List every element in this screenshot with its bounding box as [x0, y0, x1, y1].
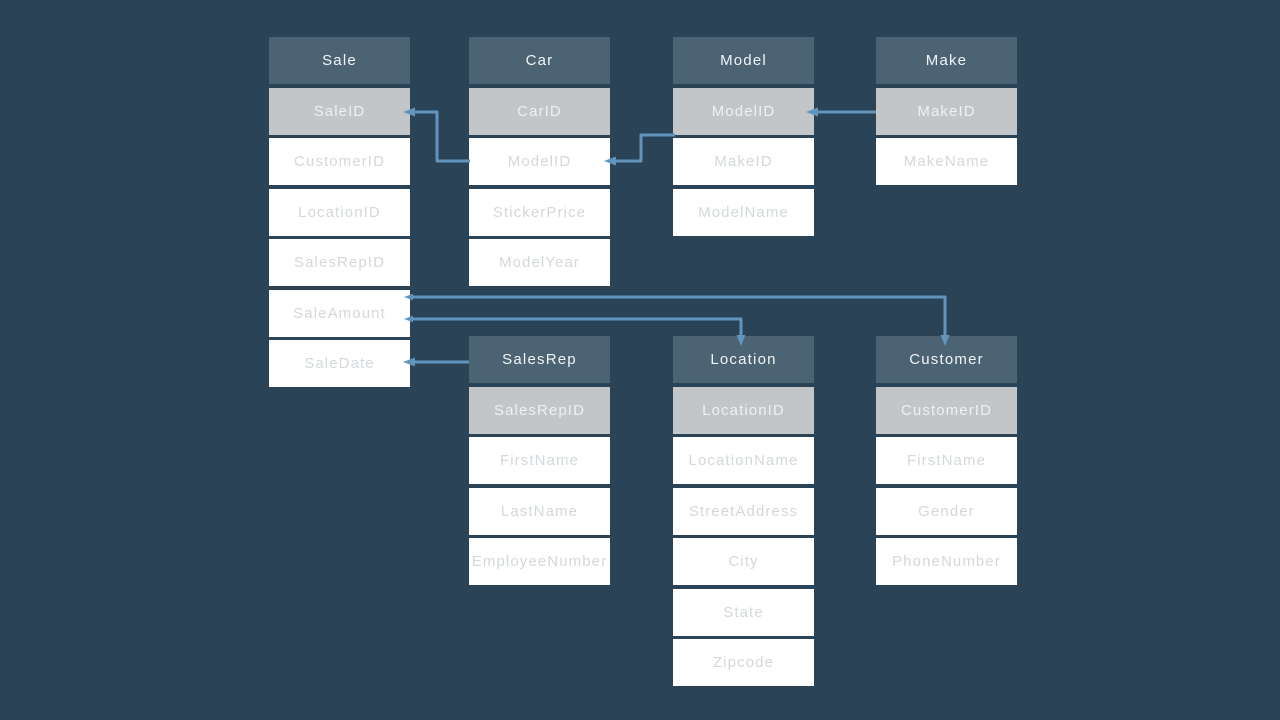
field-row: MakeID	[673, 138, 814, 185]
pk-field-row: MakeID	[876, 87, 1017, 135]
field-row: EmployeeNumber	[469, 538, 610, 585]
field-row: LocationID	[269, 188, 410, 236]
field-row: StickerPrice	[469, 188, 610, 236]
field-row: Zipcode	[673, 639, 814, 686]
table-customer: Customer CustomerID FirstName Gender Pho…	[876, 336, 1017, 585]
field-row: SalesRepID	[269, 239, 410, 286]
field-row: ModelYear	[469, 239, 610, 286]
field-row: FirstName	[876, 437, 1017, 484]
field-row: City	[673, 538, 814, 585]
table-location: Location LocationID LocationName StreetA…	[673, 336, 814, 686]
field-row: Gender	[876, 487, 1017, 535]
table-title-model: Model	[673, 37, 814, 84]
connection-car-model	[604, 133, 675, 166]
field-row: ModelName	[673, 188, 814, 236]
table-title-salesrep: SalesRep	[469, 336, 610, 383]
field-row: CustomerID	[269, 138, 410, 185]
field-row: LocationName	[673, 437, 814, 484]
pk-field-row: SalesRepID	[469, 386, 610, 434]
field-row: ModelID	[469, 138, 610, 185]
table-title-make: Make	[876, 37, 1017, 84]
table-salesrep: SalesRep SalesRepID FirstName LastName E…	[469, 336, 610, 585]
pk-field-row: ModelID	[673, 87, 814, 135]
field-row: MakeName	[876, 138, 1017, 185]
table-car: Car CarID ModelID StickerPrice ModelYear	[469, 37, 610, 286]
pk-field-row: CustomerID	[876, 386, 1017, 434]
pk-field-row: SaleID	[269, 87, 410, 135]
table-title-customer: Customer	[876, 336, 1017, 383]
field-row: SaleDate	[269, 340, 410, 387]
field-row: LastName	[469, 487, 610, 535]
table-title-location: Location	[673, 336, 814, 383]
pk-field-row: CarID	[469, 87, 610, 135]
field-row: FirstName	[469, 437, 610, 484]
table-model: Model ModelID MakeID ModelName	[673, 37, 814, 236]
field-row: PhoneNumber	[876, 538, 1017, 585]
field-row: SaleAmount	[269, 289, 410, 337]
table-title-car: Car	[469, 37, 610, 84]
pk-field-row: LocationID	[673, 386, 814, 434]
table-make: Make MakeID MakeName	[876, 37, 1017, 185]
connection-sale-salesrep	[403, 357, 469, 367]
table-sale: Sale SaleID CustomerID LocationID SalesR…	[269, 37, 410, 387]
connection-sale-car	[403, 107, 470, 163]
connection-make-model	[806, 107, 876, 117]
field-row: StreetAddress	[673, 487, 814, 535]
table-title-sale: Sale	[269, 37, 410, 84]
field-row: State	[673, 588, 814, 636]
